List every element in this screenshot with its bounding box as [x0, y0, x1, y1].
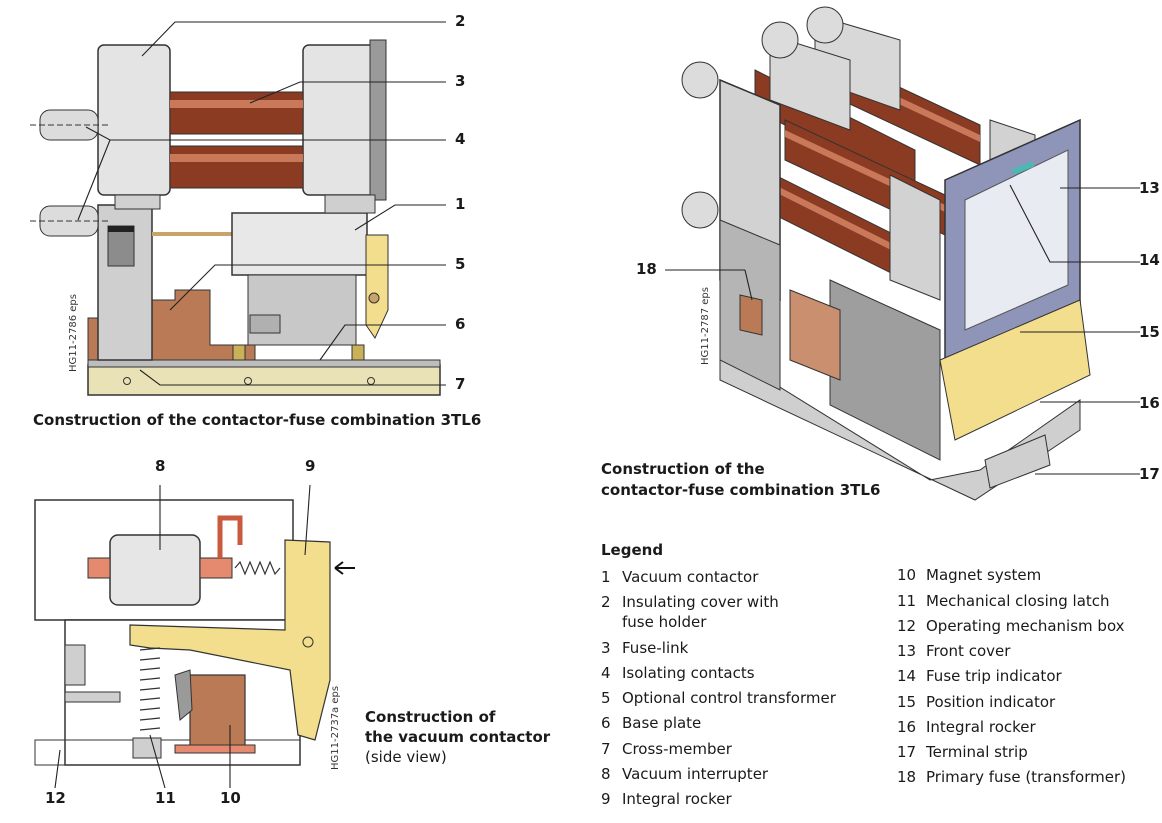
3d-terminal-strip: [984, 434, 1051, 489]
legend-item-continued: fuse holder: [622, 613, 707, 631]
vacuum-contactor-side-view: [34, 484, 355, 789]
mechanical-closing-latch: [174, 669, 193, 721]
fig2-caption-line2: contactor-fuse combination 3TL6: [601, 481, 881, 499]
fig3-caption-line3: (side view): [365, 748, 447, 766]
side-integral-rocker: [129, 539, 331, 741]
callout-5: 5: [455, 255, 466, 273]
contactor-fuse-front-view: [30, 21, 446, 396]
callout-15: 15: [1139, 323, 1160, 341]
fig1-caption: Construction of the contactor-fuse combi…: [33, 411, 482, 429]
callout-13: 13: [1139, 179, 1160, 197]
fuse-link-lower: [169, 145, 304, 189]
callout-2: 2: [455, 12, 466, 30]
callout-11: 11: [155, 789, 176, 807]
vacuum-interrupter: [109, 534, 201, 606]
contactor-fuse-3d-view: [665, 6, 1140, 501]
3d-integral-rocker: [939, 299, 1091, 441]
callout-12: 12: [45, 789, 66, 807]
base-plate: [87, 364, 441, 396]
callout-7: 7: [455, 375, 466, 393]
insulating-cover-right: [302, 44, 382, 196]
fig3-caption-line2: the vacuum contactor: [365, 728, 551, 746]
3d-base: [719, 349, 1081, 501]
3d-primary-fuse: [739, 294, 763, 336]
fuse-link-upper: [169, 91, 304, 135]
callout-10: 10: [220, 789, 241, 807]
callout-3: 3: [455, 72, 466, 90]
fig2-caption-line1: Construction of the: [601, 460, 765, 478]
legend-title: Legend: [601, 541, 664, 559]
fig3-caption-line1: Construction of: [365, 708, 496, 726]
callout-8: 8: [155, 457, 166, 475]
fig1-code: HG11-2786 eps: [68, 294, 79, 372]
vacuum-contactor: [231, 212, 368, 276]
callout-4: 4: [455, 130, 466, 148]
insulating-cover-left: [97, 44, 171, 196]
callout-1: 1: [455, 195, 466, 213]
rocker-yellow: [365, 234, 389, 340]
fig2-code: HG11-2787 eps: [700, 287, 711, 365]
magnet-system: [189, 674, 246, 751]
fig3-code: HG11-2737a eps: [330, 685, 341, 770]
callout-6: 6: [455, 315, 466, 333]
callout-14: 14: [1139, 251, 1160, 269]
callout-9: 9: [305, 457, 316, 475]
callout-16: 16: [1139, 394, 1160, 412]
callout-18: 18: [636, 260, 657, 278]
callout-17: 17: [1139, 465, 1160, 483]
